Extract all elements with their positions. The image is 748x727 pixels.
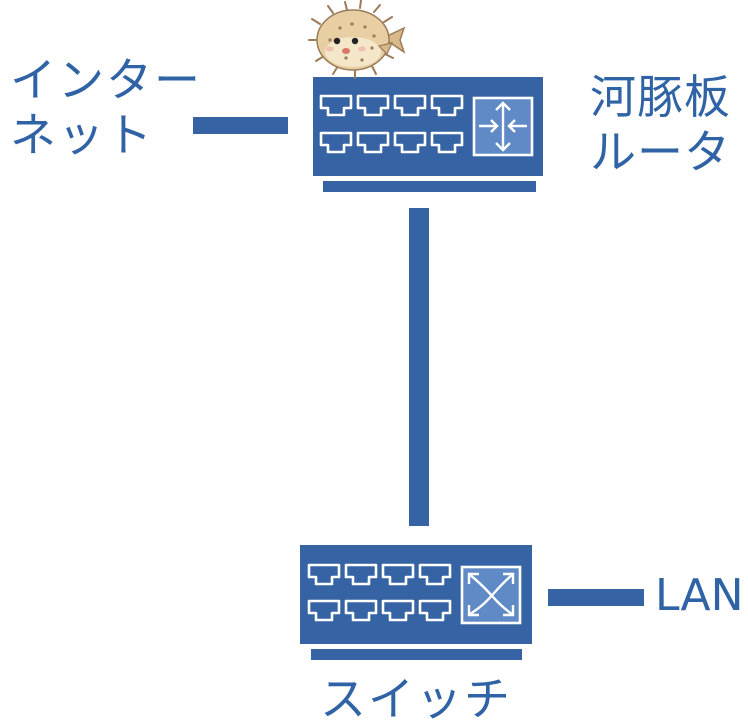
pufferfish-icon: [308, 0, 406, 79]
router-label-line1: 河豚板: [590, 70, 731, 124]
internet-label-line2: ネット: [10, 108, 154, 163]
lan-label: LAN: [655, 570, 744, 621]
switch-label: スイッチ: [320, 672, 512, 726]
router-switch-link-line: [409, 208, 429, 526]
internet-label-line1: インター: [10, 53, 202, 107]
router-arrows-icon: [472, 96, 534, 157]
router-label: 河豚板 ルータ: [590, 70, 731, 180]
switch-base: [311, 649, 522, 660]
switch-cross-arrows-icon: [460, 565, 522, 625]
switch-device: [300, 545, 532, 660]
lan-link-line: [548, 589, 644, 606]
internet-link-line: [193, 117, 288, 134]
router-device: [313, 77, 543, 192]
router-base: [323, 181, 536, 192]
internet-label: インター ネット: [10, 53, 202, 163]
router-label-line2: ルータ: [590, 125, 731, 180]
